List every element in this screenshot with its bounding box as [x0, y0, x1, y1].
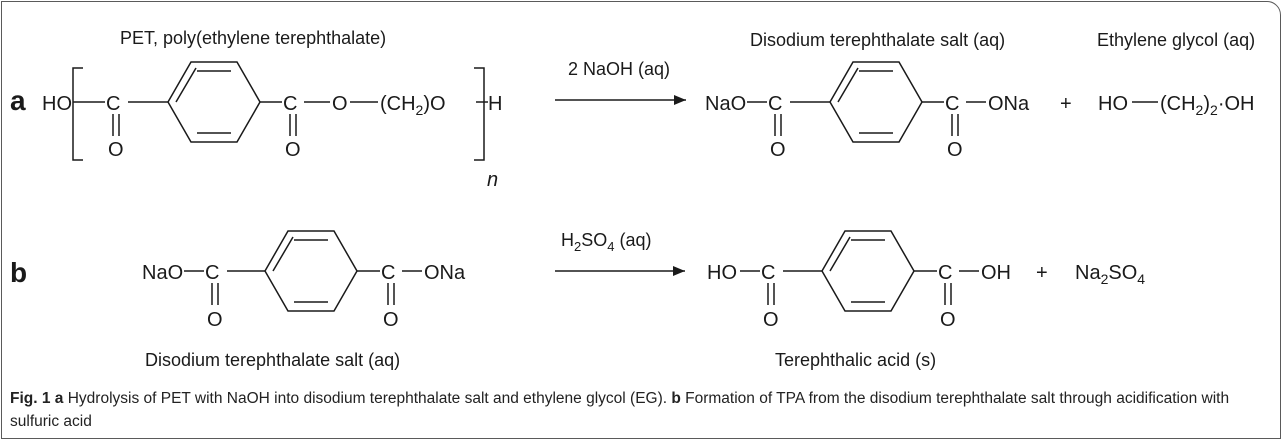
svg-text:HO: HO	[1098, 93, 1128, 115]
svg-text:C: C	[381, 262, 395, 284]
plus-sign-a: +	[1060, 93, 1072, 115]
atom-h-end: H	[488, 93, 502, 115]
atom-c-right: C	[283, 93, 297, 115]
svg-text:O: O	[763, 309, 779, 331]
plus-sign-b: +	[1036, 262, 1048, 284]
figure-caption: Fig. 1 a Hydrolysis of PET with NaOH int…	[10, 387, 1270, 433]
bracket-left	[72, 67, 83, 161]
ring-inner-left	[175, 67, 197, 103]
caption-part-a: a	[54, 390, 64, 407]
svg-text:O: O	[207, 309, 223, 331]
svg-text:C: C	[945, 93, 959, 115]
svg-text:C: C	[938, 262, 952, 284]
label-terephthalic-acid: Terephthalic acid (s)	[775, 350, 936, 370]
sodium-sulfate: Na2SO4	[1075, 262, 1145, 287]
panel-label-b: b	[10, 257, 27, 288]
atom-o-ester: O	[332, 93, 348, 115]
label-ethylene-glycol: Ethylene glycol (aq)	[1097, 30, 1255, 50]
caption-text-a: Hydrolysis of PET with NaOH into disodiu…	[63, 390, 672, 407]
svg-text:O: O	[383, 309, 399, 331]
disodium-terephthalate-top: NaO C O C O ONa	[705, 61, 1030, 161]
caption-part-b: b	[671, 390, 681, 407]
benzene-ring-pet	[167, 61, 261, 143]
svg-text:HO: HO	[707, 262, 737, 284]
reagent-naoh: 2 NaOH (aq)	[568, 59, 670, 79]
panel-label-a: a	[10, 85, 26, 116]
ethylene-glycol-structure: HO (CH2)2·OH	[1098, 93, 1254, 118]
svg-text:C: C	[761, 262, 775, 284]
atom-c-left: C	[106, 93, 120, 115]
svg-text:O: O	[940, 309, 956, 331]
reaction-arrow-b: H2SO4 (aq)	[555, 230, 685, 276]
svg-text:(CH2)2·OH: (CH2)2·OH	[1160, 93, 1254, 118]
svg-text:O: O	[770, 139, 786, 161]
terephthalic-acid-structure: HO C O C O OH	[707, 230, 1011, 331]
reaction-arrow-a: 2 NaOH (aq)	[555, 59, 686, 105]
svg-text:O: O	[947, 139, 963, 161]
svg-text:C: C	[768, 93, 782, 115]
caption-fig-label: Fig. 1	[10, 390, 51, 407]
atom-ho: HO	[42, 93, 72, 115]
pet-structure: HO C O C O O (CH2)O H n	[42, 61, 502, 191]
caption-text-b: Formation of TPA from the disodium terep…	[10, 390, 1230, 430]
atom-ona: ONa	[988, 93, 1030, 115]
disodium-terephthalate-bottom: NaO C O C O ONa	[142, 230, 466, 331]
atom-nao: NaO	[705, 93, 746, 115]
svg-text:OH: OH	[981, 262, 1011, 284]
reagent-h2so4: H2SO4 (aq)	[561, 230, 652, 254]
svg-text:C: C	[205, 262, 219, 284]
label-disodium-product: Disodium terephthalate salt (aq)	[750, 30, 1005, 50]
svg-text:NaO: NaO	[142, 262, 183, 284]
atom-o-carbonyl-left: O	[108, 139, 124, 161]
bracket-right	[474, 67, 485, 161]
label-pet: PET, poly(ethylene terephthalate)	[120, 28, 386, 48]
label-disodium-reactant: Disodium terephthalate salt (aq)	[145, 350, 400, 370]
group-ch2: (CH2)O	[380, 93, 446, 118]
atom-o-carbonyl-right: O	[285, 139, 301, 161]
svg-text:ONa: ONa	[424, 262, 466, 284]
repeat-n: n	[487, 169, 498, 191]
